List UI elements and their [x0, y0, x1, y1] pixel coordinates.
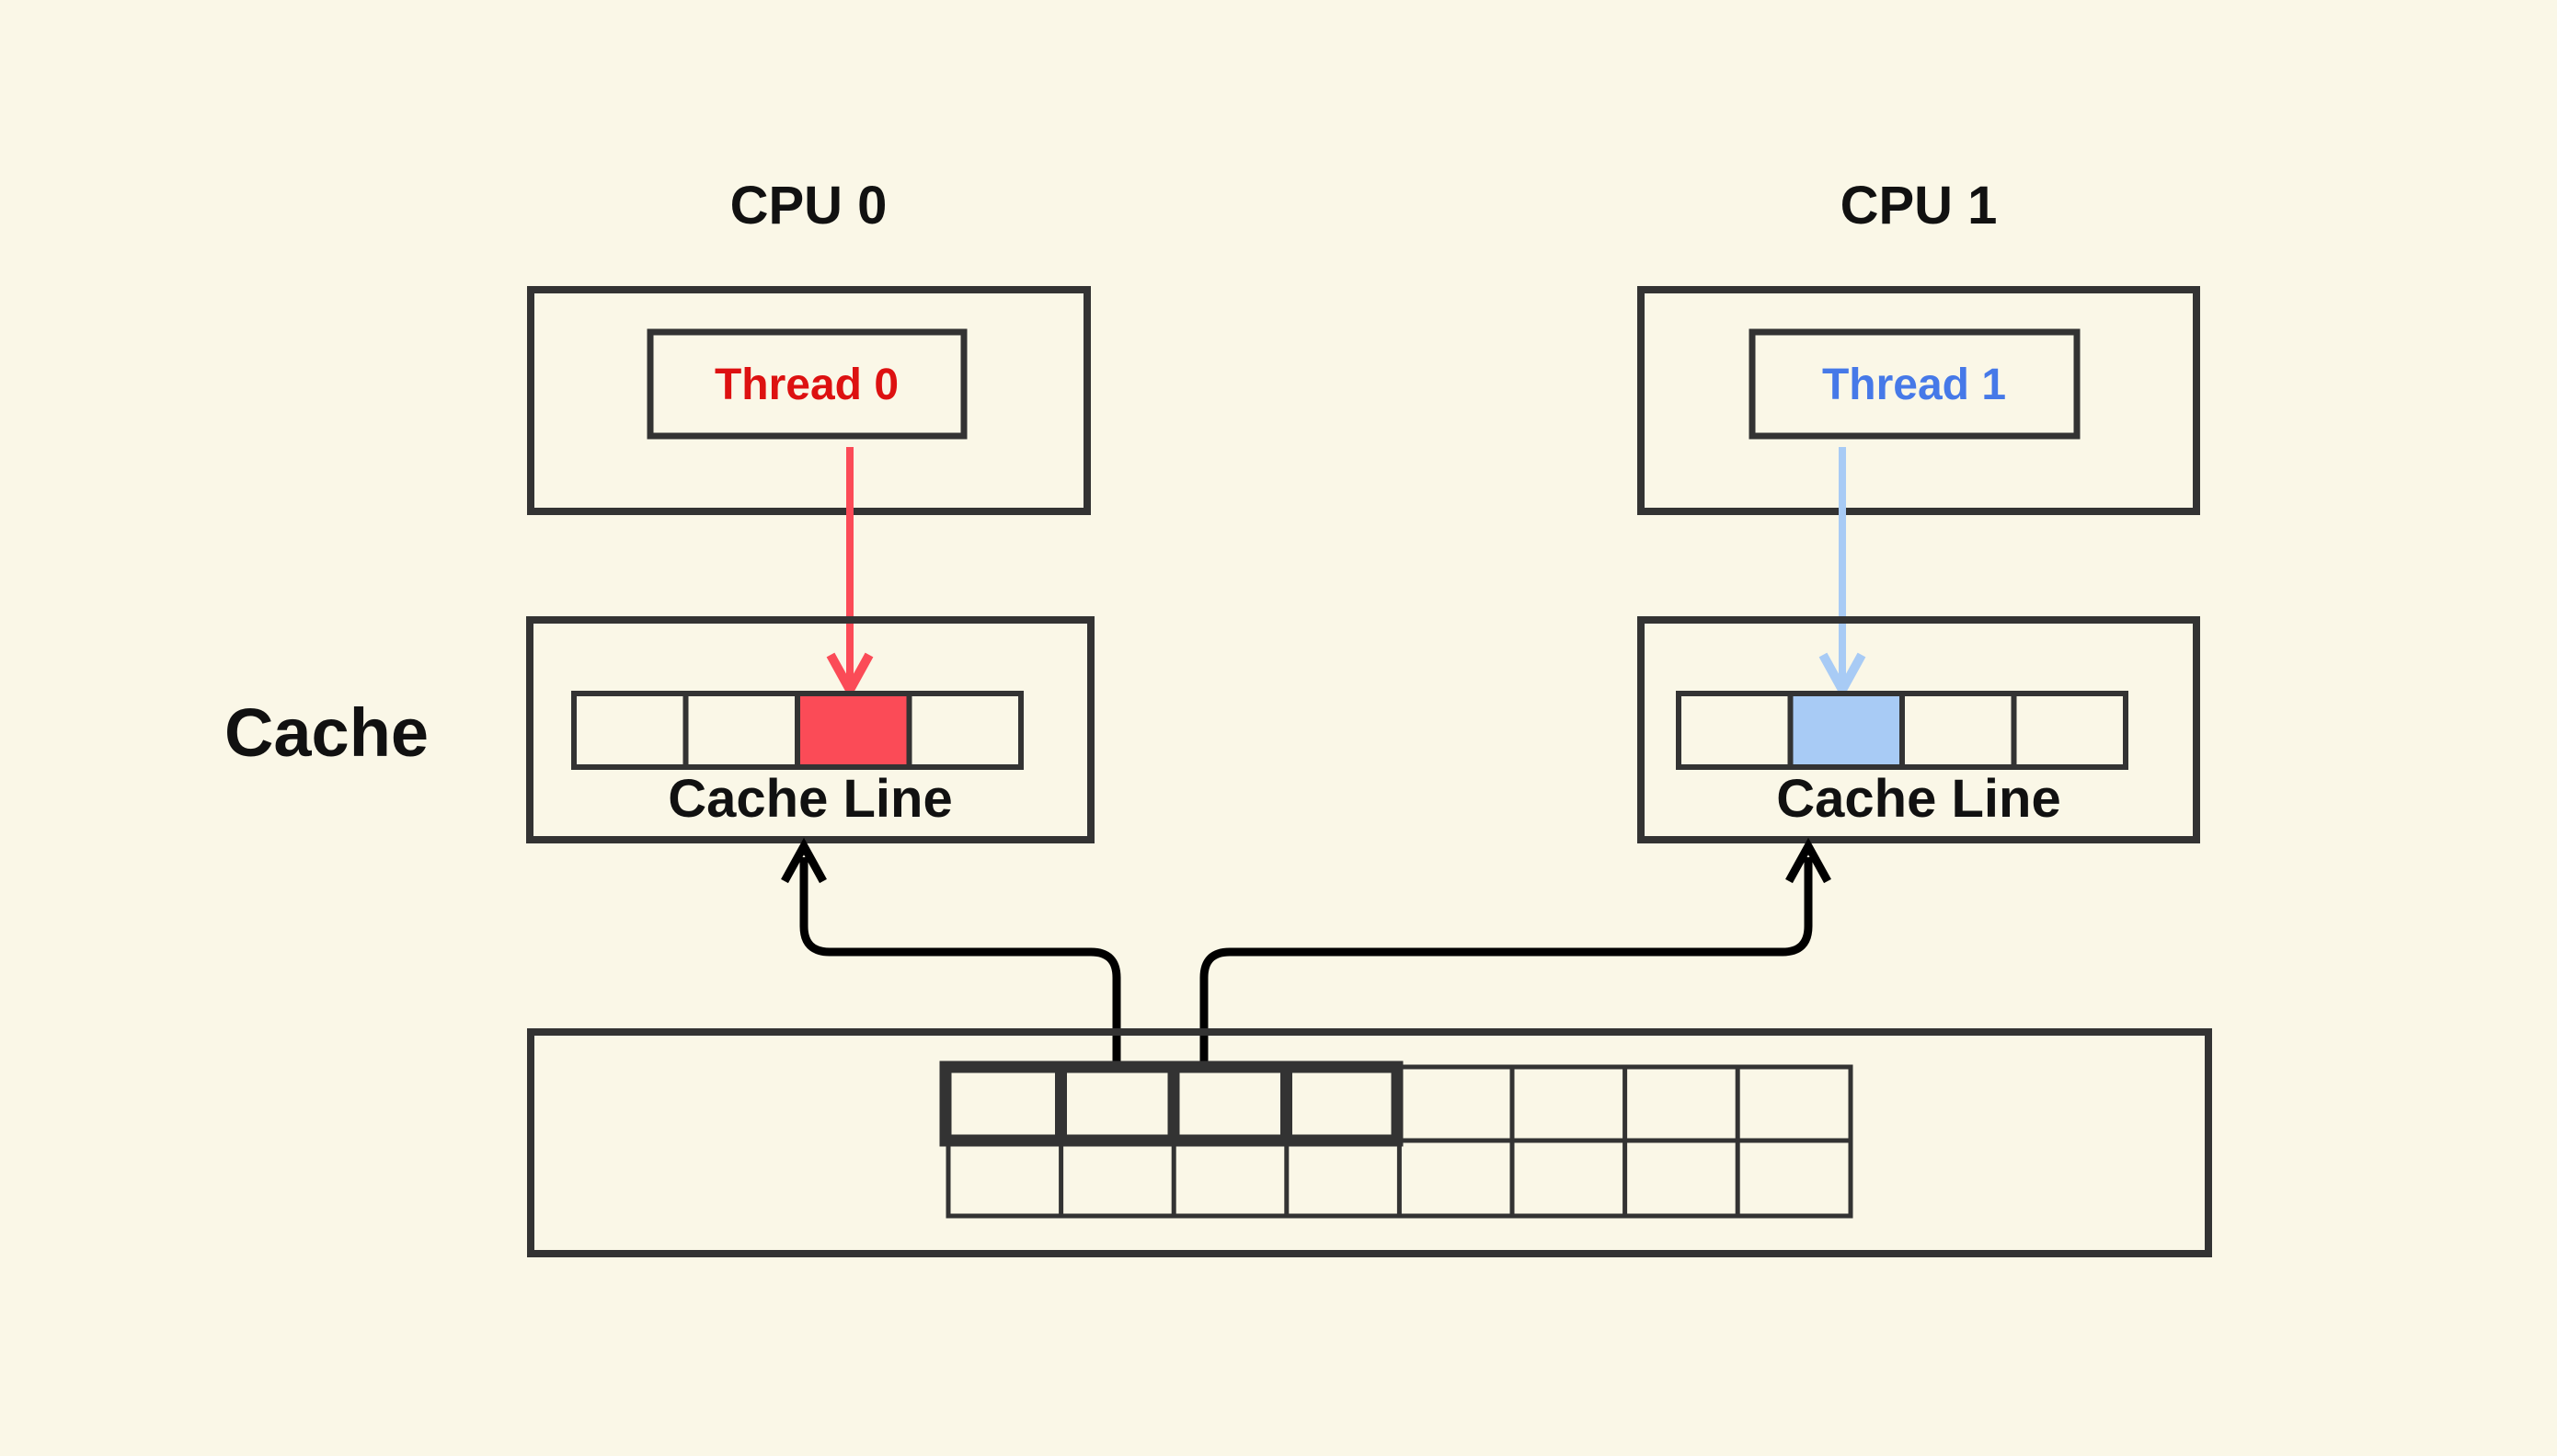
thread0-to-cache-arrow: [826, 447, 874, 700]
cache-right-outline: [1637, 616, 2200, 843]
cache-right-blue-cell: [1787, 691, 1905, 770]
cpu0-box: [527, 286, 1091, 515]
black-arrow-right-path: [1199, 857, 1813, 1069]
cache-box-left: Cache Line: [526, 616, 1095, 843]
cpu1-title: CPU 1: [1840, 176, 1998, 235]
black-arrow-left-path: [799, 857, 1121, 1069]
memory-to-right-cache-arrow: [1199, 837, 1831, 1069]
black-arrow-left-head-icon: [781, 837, 827, 884]
thread0-box: [647, 328, 968, 440]
cpu1-block: Thread 1: [1637, 286, 2200, 515]
black-arrow-right-head-icon: [1785, 837, 1831, 884]
cache-line-label-right: Cache Line: [1776, 769, 2060, 829]
cache-box-right: Cache Line: [1637, 616, 2200, 843]
cache-line-label-left: Cache Line: [668, 769, 952, 829]
cache-left-red-cell: [795, 691, 912, 770]
thread1-to-cache-arrow: [1818, 447, 1866, 700]
blue-arrow-head-icon: [1818, 652, 1866, 700]
memory-block: [527, 1028, 2212, 1257]
memory-highlight-region: [939, 1060, 1404, 1147]
thread1-label: Thread 1: [1822, 361, 2006, 409]
thread1-box: [1749, 328, 2081, 440]
memory-box: [527, 1028, 2212, 1257]
red-arrow-head-icon: [826, 652, 874, 700]
cpu1-box: [1637, 286, 2200, 515]
memory-to-left-cache-arrow: [781, 837, 1121, 1069]
cache-side-label: Cache: [224, 694, 429, 771]
cache-left-outline: [526, 616, 1095, 843]
thread0-label: Thread 0: [715, 361, 899, 409]
cpu0-title: CPU 0: [730, 176, 888, 235]
cpu0-block: Thread 0: [527, 286, 1091, 515]
